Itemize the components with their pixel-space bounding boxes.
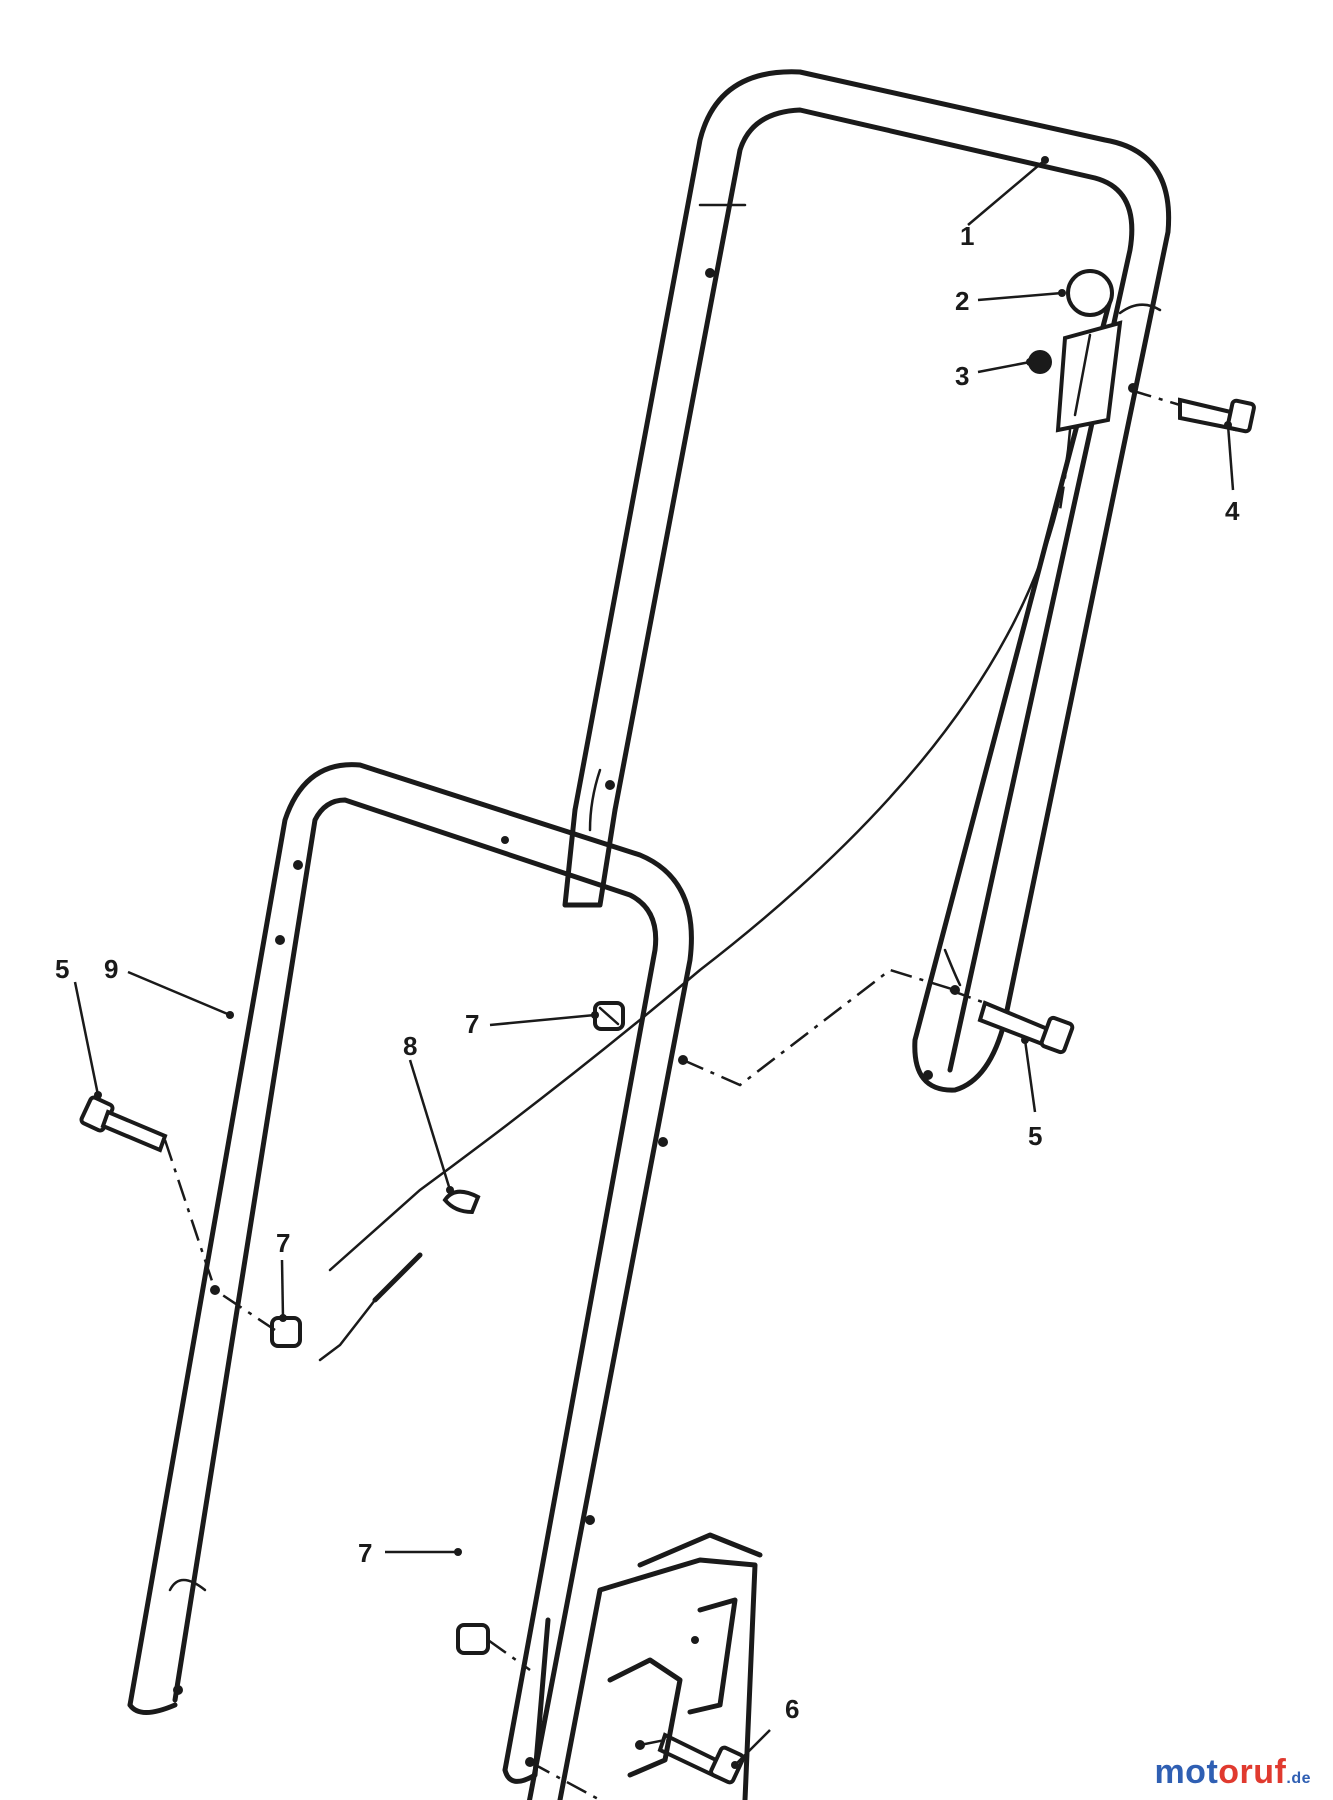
watermark-part-b: oruf [1218,1753,1287,1791]
nut-7-lower [456,1623,490,1655]
callout-2: 2 [955,286,969,316]
bolt-5-left [79,1095,168,1153]
site-watermark: motoruf.de [1154,1753,1311,1792]
nut-7-upper [593,1001,625,1031]
callout-7-lower: 7 [358,1538,372,1568]
callout-9: 9 [104,954,118,984]
callout-4: 4 [1225,496,1240,526]
cable-clip [318,1189,481,1362]
callout-labels: 1 2 3 4 5 5 6 7 7 7 8 9 [55,221,1240,1724]
callout-1: 1 [960,221,974,251]
callout-5-left: 5 [55,954,69,984]
callout-7-upper: 7 [465,1009,479,1039]
callout-8: 8 [403,1031,417,1061]
watermark-tld: .de [1286,1770,1311,1787]
upper-handle [562,69,1172,1093]
leaders [73,156,1235,1769]
watermark-part-a: mot [1154,1753,1219,1791]
callout-3: 3 [955,361,969,391]
bolt-5-right [977,1000,1075,1055]
callout-6: 6 [785,1694,799,1724]
callout-5-right: 5 [1028,1121,1042,1151]
callout-7-left: 7 [276,1228,290,1258]
nut-7-left [270,1316,302,1348]
bolt-4 [1178,397,1256,434]
assembly-lines [163,388,1181,1800]
bolt-6 [657,1732,745,1785]
control-lever [328,269,1123,1272]
lower-handle [127,762,694,1800]
